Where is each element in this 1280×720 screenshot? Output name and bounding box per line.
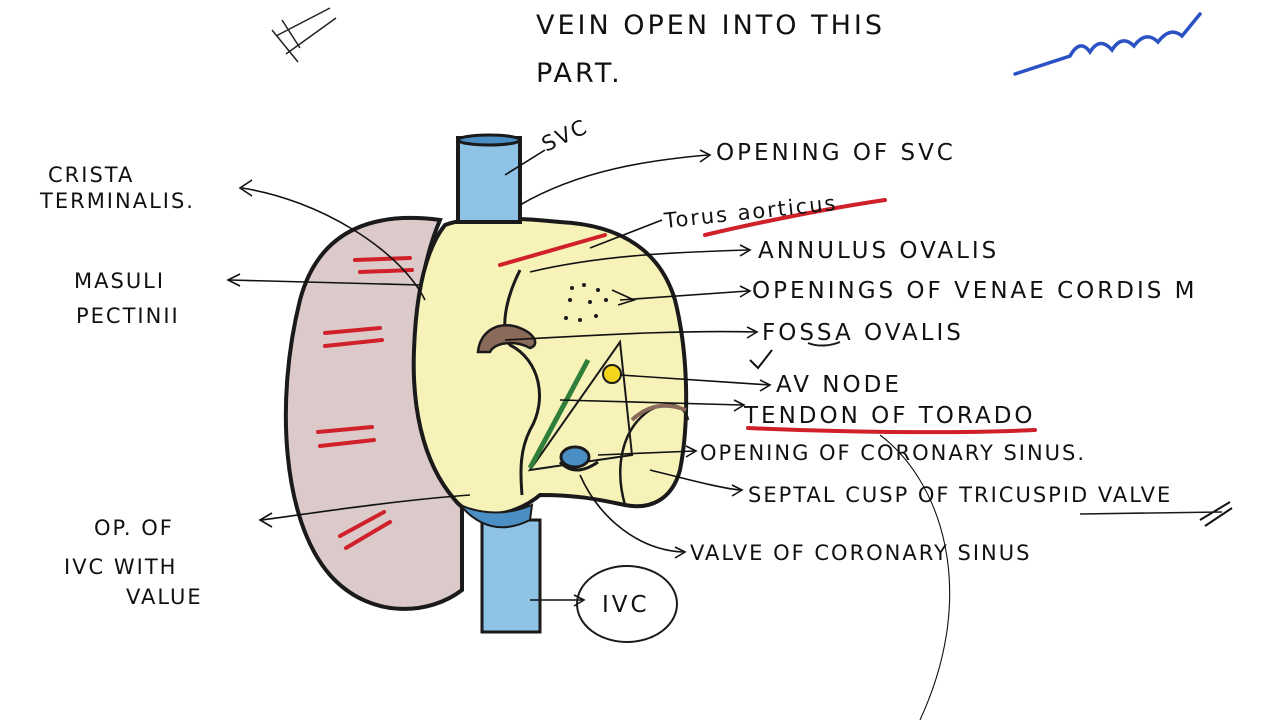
label-op-ivc-3: VALUE [126, 585, 203, 609]
right-atrium-body [411, 216, 689, 517]
label-op-ivc-2: IVC WITH [64, 555, 177, 579]
label-musculi-2: PECTINII [76, 304, 180, 328]
label-svc: SVC [538, 114, 592, 156]
label-venae-cordis: OPENINGS OF VENAE CORDIS M [752, 278, 1198, 304]
corner-scribble [271, 7, 337, 63]
label-opening-svc: OPENING OF SVC [716, 140, 956, 166]
av-node-dot [602, 364, 622, 384]
torus-underline [703, 198, 887, 237]
label-coronary-opening: OPENING OF CORONARY SINUS. [700, 441, 1086, 465]
ivc-valve [459, 503, 534, 529]
torus-aorticus-mark [498, 233, 607, 267]
label-valve-coronary-sinus: VALVE OF CORONARY SINUS [690, 541, 1031, 565]
leader-lines [226, 149, 1233, 720]
label-op-ivc-1: OP. OF [94, 516, 174, 540]
ivc-vessel [480, 518, 542, 634]
label-fossa-ovalis: FOSSA OVALIS [762, 320, 964, 346]
label-musculi-1: MASULI [74, 269, 165, 293]
label-tendon-todaro: TENDON OF TORADO [743, 403, 1036, 429]
fossa-underline [807, 341, 841, 347]
septal-cusp-brown [630, 403, 687, 422]
label-annulus-ovalis: ANNULUS OVALIS [758, 238, 999, 264]
label-av-node: AV NODE [776, 372, 902, 398]
septal-underline [1079, 511, 1223, 515]
svc-opening-rim [456, 133, 522, 147]
coronary-sinus-opening [559, 445, 591, 469]
coronary-sinus-valve [558, 460, 599, 472]
label-septal-cusp: SEPTAL CUSP OF TRICUSPID VALVE [748, 483, 1172, 507]
header-line-1: VEIN OPEN INTO THIS [536, 10, 885, 41]
limbus-fossa-arc [503, 269, 542, 496]
header-line-2: PART. [536, 58, 623, 89]
svc-vessel [456, 136, 522, 224]
label-crista-2: TERMINALIS. [39, 189, 195, 213]
venae-cordis-dots [564, 283, 608, 322]
musculi-pectinati-marks [316, 256, 414, 550]
ivc-label-circle [576, 565, 678, 643]
tendon-underline [746, 426, 1037, 435]
label-crista-1: CRISTA [48, 163, 134, 187]
blue-pen-squiggle [1013, 12, 1202, 76]
label-ivc: IVC [602, 592, 650, 618]
tendon-green-line [527, 358, 591, 470]
